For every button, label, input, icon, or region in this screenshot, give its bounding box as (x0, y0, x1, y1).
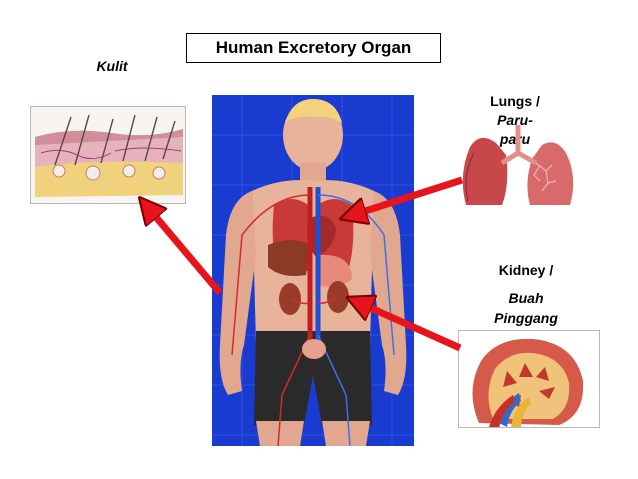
kidney-image (458, 330, 600, 428)
lungs-label-my-2: paru (499, 131, 531, 147)
skin-label: Kulit (96, 58, 128, 74)
arrow-to-kidney (362, 304, 462, 352)
diagram-title: Human Excretory Organ (186, 33, 441, 63)
kidney-label-en: Kidney / (498, 262, 554, 278)
arrow-to-skin (150, 210, 223, 296)
arrow-to-lungs (356, 176, 464, 214)
kidney-label-my-1: Buah (508, 290, 544, 306)
skin-image (30, 106, 186, 204)
kidney-label-my-2: Pinggang (494, 310, 558, 326)
lungs-label-en: Lungs / (490, 93, 540, 109)
lungs-image (456, 125, 580, 209)
human-body-image (212, 95, 414, 446)
lungs-label-my-1: Paru- (497, 112, 533, 128)
